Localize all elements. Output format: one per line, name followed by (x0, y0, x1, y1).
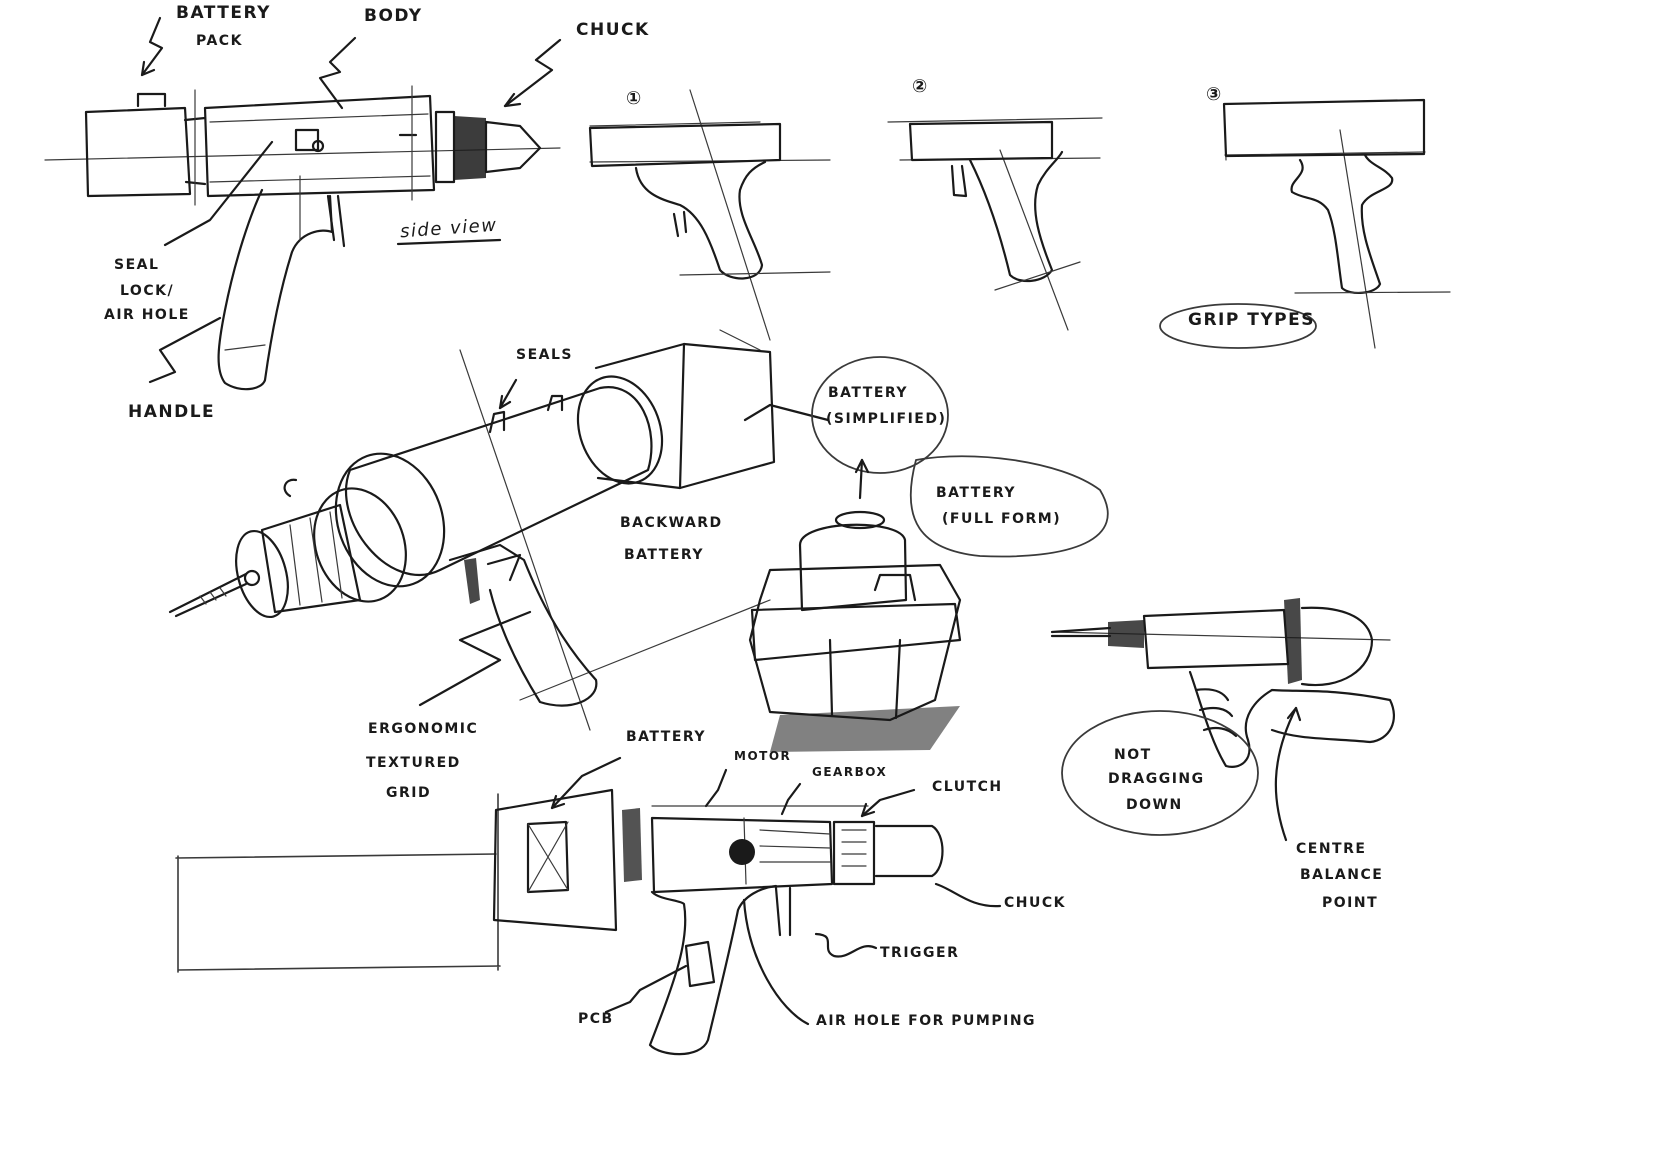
grip-type-2 (888, 118, 1102, 330)
air-hole-arrow (744, 900, 808, 1024)
grip-type-3 (1160, 100, 1450, 348)
side-handle (219, 190, 332, 389)
side-view-drill (45, 18, 560, 389)
perspective-chuck (262, 505, 360, 612)
side-chuck-collar (436, 112, 454, 182)
body-arrow (320, 38, 355, 108)
label-grip-1: ① (626, 88, 643, 109)
label-chuck-bottom: CHUCK (1004, 895, 1066, 911)
pcb-arrow (606, 966, 686, 1012)
perspective-drill-bit (170, 574, 246, 616)
seal-arrow (165, 142, 272, 245)
seals-arrow (500, 380, 516, 408)
label-not-dragging-2: DRAGGING (1108, 771, 1205, 787)
cutaway-battery-arrow (552, 758, 620, 808)
cutaway-chuck (876, 826, 943, 876)
label-battery-simplified-2: (SIMPLIFIED) (826, 411, 947, 427)
label-backward-1: BACKWARD (620, 515, 723, 531)
battery-full-form (750, 357, 1108, 752)
side-chuck-tip (486, 122, 540, 172)
centre-balance-arrow (1276, 708, 1296, 840)
label-battery-pack-2: PACK (196, 33, 243, 49)
label-body: BODY (364, 6, 423, 26)
side-body (205, 96, 434, 196)
label-grip-2: ② (912, 76, 929, 97)
side-battery-pack (86, 108, 190, 196)
cutaway-body (652, 818, 832, 892)
label-ergonomic-3: GRID (386, 785, 432, 801)
hand-drill-body (1144, 610, 1288, 668)
label-battery-full-2: (FULL FORM) (942, 511, 1062, 527)
label-grip-types: GRIP TYPES (1188, 310, 1315, 330)
cutaway-clutch (834, 822, 874, 884)
label-ergonomic-2: TEXTURED (366, 755, 461, 771)
hand-grip (1190, 672, 1394, 767)
cutaway-handle (650, 886, 776, 1054)
guide-frame (176, 794, 500, 972)
label-seal-2: LOCK/ (120, 283, 175, 299)
side-view-underline (398, 240, 500, 244)
ergonomic-arrow (420, 612, 530, 705)
label-pcb: PCB (578, 1011, 614, 1027)
label-ergonomic-1: ERGONOMIC (368, 721, 479, 737)
label-centre-1: CENTRE (1296, 841, 1367, 857)
label-seal-3: AIR HOLE (104, 307, 190, 323)
handle-arrow (150, 318, 220, 382)
label-battery-simplified-1: BATTERY (828, 385, 909, 401)
label-battery-pack-1: BATTERY (176, 3, 271, 23)
label-centre-2: BALANCE (1300, 867, 1384, 883)
label-handle: HANDLE (128, 402, 216, 422)
cutaway-gear (729, 839, 755, 865)
label-battery-full-1: BATTERY (936, 485, 1017, 501)
pcb-board (686, 942, 714, 986)
label-air-hole-pumping: AIR HOLE FOR PUMPING (816, 1013, 1037, 1029)
label-battery-bottom: BATTERY (626, 729, 707, 745)
battery-simplified-arrow (745, 405, 828, 420)
drill-in-hand (1052, 598, 1394, 840)
chuck-arrow (505, 40, 560, 106)
chuck-bottom-arrow (936, 884, 1000, 906)
perspective-handle (450, 545, 596, 706)
label-not-dragging-3: DOWN (1126, 797, 1183, 813)
label-grip-3: ③ (1206, 84, 1223, 105)
perspective-body (346, 387, 651, 575)
cutaway-battery (494, 790, 616, 930)
label-motor: MOTOR (734, 749, 792, 763)
label-chuck-top: CHUCK (576, 20, 650, 40)
label-seals: SEALS (516, 347, 573, 363)
gearbox-arrow (782, 784, 800, 814)
grip-types-circle (1160, 304, 1316, 348)
backward-battery-box (596, 344, 774, 488)
label-trigger: TRIGGER (880, 945, 960, 961)
label-centre-3: POINT (1322, 895, 1379, 911)
grip-type-1 (590, 90, 830, 340)
hand-battery (1302, 608, 1372, 685)
label-clutch: CLUTCH (932, 779, 1003, 795)
cutaway-drill (176, 758, 1000, 1054)
battery-pack-arrow (142, 18, 162, 75)
label-backward-2: BATTERY (624, 547, 705, 563)
battery-simplified-circle (812, 357, 948, 473)
label-not-dragging-1: NOT (1114, 747, 1152, 763)
battery-box (750, 565, 960, 720)
clutch-arrow (862, 790, 914, 816)
trigger-arrow (816, 934, 876, 957)
battery-shadow-hatch (770, 706, 960, 752)
label-seal-1: SEAL (114, 257, 160, 273)
perspective-drill (170, 330, 828, 730)
motor-arrow (706, 770, 726, 806)
hand-drill-bit (1052, 628, 1110, 636)
label-gearbox: GEARBOX (812, 765, 888, 779)
